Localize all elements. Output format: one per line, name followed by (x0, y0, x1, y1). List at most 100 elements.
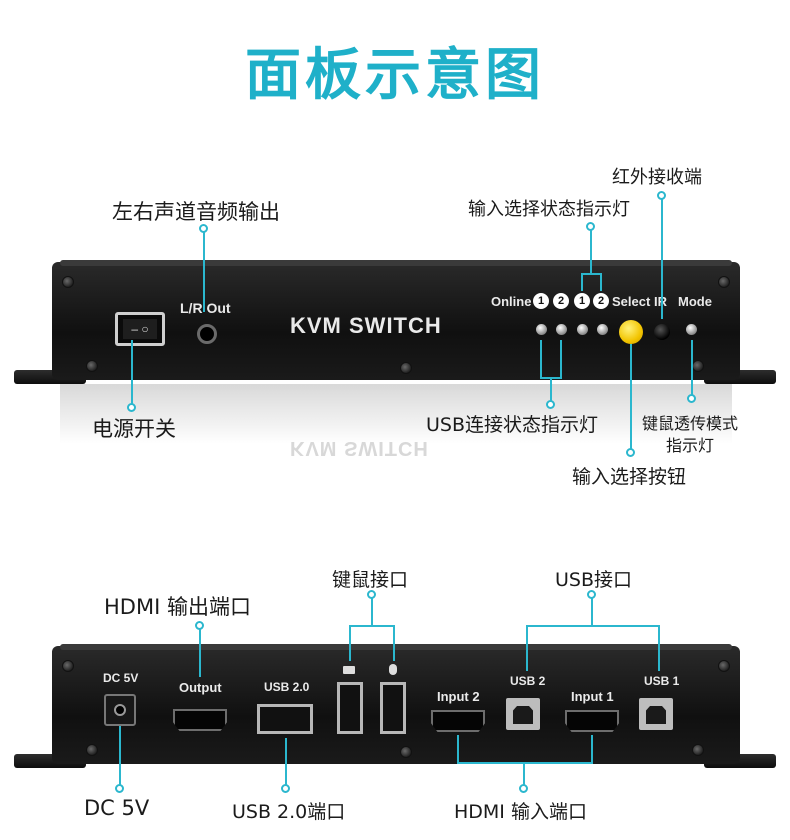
line-kbm-h (349, 625, 395, 627)
dot-input-status (586, 222, 595, 231)
label-audio-out: 左右声道音频输出 (112, 200, 280, 224)
kvm-switch-brand: KVM SWITCH (290, 313, 442, 338)
line-usbp-r (658, 625, 660, 671)
power-switch-rocker: – ○ (123, 319, 157, 339)
line-usb-status-v (550, 377, 552, 403)
front-top-edge (60, 260, 732, 266)
select-button[interactable] (619, 320, 643, 344)
usb-b-port-2[interactable] (506, 698, 540, 730)
online-num-1: 1 (533, 293, 549, 309)
label-input-status-led: 输入选择状态指示灯 (468, 199, 630, 220)
label-usb20-port: USB 2.0端口 (232, 801, 346, 823)
usb-led-1 (536, 324, 547, 335)
dot-hdmi-out (195, 621, 204, 630)
mouse-icon (389, 664, 397, 675)
output-panel-label: Output (179, 680, 222, 695)
dot-audio-out (199, 224, 208, 233)
line-audio-out (203, 228, 205, 312)
line-input-status-h (581, 273, 601, 275)
power-switch[interactable]: – ○ (115, 312, 165, 346)
dot-usb-status (546, 400, 555, 409)
usb20-panel-label: USB 2.0 (264, 680, 310, 694)
back-screw-br (692, 744, 704, 756)
line-dc (119, 726, 121, 790)
page-title: 面板示意图 (245, 43, 545, 108)
line-hdmi-out (199, 625, 201, 677)
label-select-button: 输入选择按钮 (572, 466, 687, 488)
dot-dc (115, 784, 124, 793)
usb-b-port-1[interactable] (639, 698, 673, 730)
input-led-1 (577, 324, 588, 335)
hdmi-input1-port[interactable] (565, 710, 619, 732)
mouse-usb-port[interactable] (380, 682, 406, 734)
keyboard-icon (343, 666, 355, 674)
hdmi-input2-port[interactable] (431, 710, 485, 732)
front-screw-br (692, 360, 704, 372)
back-screw-tl (62, 660, 74, 672)
line-hdmi-in-v (523, 762, 525, 788)
line-hdmi-in-r (591, 735, 593, 763)
label-kb-mouse-port: 键鼠接口 (332, 569, 409, 591)
front-reflection-text: KVM SWITCH (290, 437, 429, 459)
lr-out-label: L/R Out (180, 300, 231, 316)
line-kbm-v (371, 594, 373, 626)
label-ir-receiver: 红外接收端 (612, 167, 702, 188)
input1-panel-label: Input 1 (571, 689, 614, 704)
usb2-panel-label: USB 2 (510, 674, 546, 688)
dc-jack-hole (114, 704, 126, 716)
dc-power-jack[interactable] (104, 694, 136, 726)
line-input-status-r (600, 273, 602, 291)
online-label: Online (491, 294, 532, 309)
line-ir (661, 195, 663, 319)
front-screw-bm (400, 362, 412, 374)
label-usb-status-led: USB连接状态指示灯 (426, 414, 599, 436)
dot-usb20 (281, 784, 290, 793)
line-kbm-l (349, 625, 351, 661)
label-dc: DC 5V (84, 796, 150, 820)
usb-led-2 (556, 324, 567, 335)
input2-panel-label: Input 2 (437, 689, 480, 704)
select-label: Select (612, 294, 651, 309)
line-usbp-v (591, 594, 593, 626)
front-screw-tl (62, 276, 74, 288)
label-hdmi-in-port: HDMI 输入端口 (454, 801, 587, 823)
line-kbm-r (393, 625, 395, 661)
line-power (131, 340, 133, 406)
dot-select (626, 448, 635, 457)
online-num-2: 2 (553, 293, 569, 309)
label-hdmi-out-port: HDMI 输出端口 (104, 595, 251, 619)
mode-led (686, 324, 697, 335)
back-screw-tr (718, 660, 730, 672)
dot-mode (687, 394, 696, 403)
audio-jack[interactable] (197, 324, 217, 344)
line-usb-status-r (560, 340, 562, 378)
usb20-port[interactable] (257, 704, 313, 734)
input-led-2 (597, 324, 608, 335)
hdmi-output-port[interactable] (173, 709, 227, 731)
line-mode (691, 340, 693, 398)
keyboard-usb-port[interactable] (337, 682, 363, 734)
label-usb-port: USB接口 (555, 569, 633, 591)
back-screw-bl (86, 744, 98, 756)
line-hdmi-in-l (457, 735, 459, 763)
usb1-panel-label: USB 1 (644, 674, 680, 688)
select-num-2: 2 (593, 293, 609, 309)
label-mode-led-2: 指示灯 (666, 436, 715, 455)
dot-kbm (367, 590, 376, 599)
line-select (630, 344, 632, 452)
dc5v-panel-label: DC 5V (103, 671, 139, 685)
dot-usbp (587, 590, 596, 599)
label-mode-led-1: 键鼠透传模式 (642, 414, 739, 433)
line-input-status (590, 226, 592, 274)
mode-label: Mode (678, 294, 712, 309)
ir-label: IR (654, 294, 667, 309)
line-usb-status-l (540, 340, 542, 378)
line-usbp-h (526, 625, 660, 627)
back-screw-bm (400, 746, 412, 758)
label-power-switch: 电源开关 (92, 417, 176, 441)
dot-ir (657, 191, 666, 200)
dot-power (127, 403, 136, 412)
back-top-edge (60, 644, 732, 650)
ir-receiver-window (654, 324, 670, 340)
line-hdmi-in-h (457, 762, 593, 764)
